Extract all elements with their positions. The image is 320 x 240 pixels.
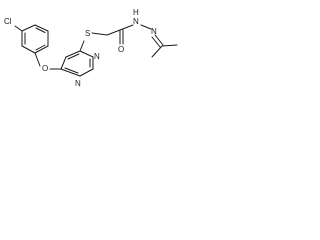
- bond: [161, 44, 178, 47]
- bond: [154, 34, 164, 46]
- atom-labels: Cl O N N S O N H N: [4, 8, 157, 88]
- bond: [79, 68, 94, 77]
- bond: [21, 24, 36, 32]
- bond: [35, 27, 46, 33]
- ether-oxygen-label: O: [42, 64, 48, 73]
- bond: [91, 32, 108, 36]
- bond: [34, 45, 49, 54]
- amide-nh-label: N: [133, 17, 139, 26]
- bond: [60, 68, 81, 77]
- bond: [151, 36, 161, 48]
- bond: [119, 24, 134, 31]
- chlorine-label: Cl: [4, 17, 12, 26]
- bond: [67, 53, 80, 60]
- bond: [34, 24, 49, 32]
- chlorophenyl-ring: [21, 24, 49, 54]
- bond: [60, 56, 67, 70]
- carbonyl-oxygen-label: O: [118, 45, 124, 54]
- bond: [34, 52, 41, 67]
- bond: [14, 25, 23, 32]
- chemical-structure-diagram: Cl O N N S O N H N: [4, 8, 178, 88]
- amide-h-label: H: [133, 8, 139, 17]
- pyrimidine-n1-label: N: [94, 52, 100, 61]
- sulfur-label: S: [85, 29, 90, 38]
- bond: [21, 45, 36, 54]
- hydrazone-n-label: N: [151, 27, 157, 36]
- bond: [106, 29, 121, 36]
- bond: [79, 40, 85, 52]
- bond: [35, 44, 46, 51]
- pyrimidine-n3-label: N: [75, 79, 81, 88]
- bond: [151, 45, 163, 58]
- bond: [64, 67, 79, 74]
- pyrimidine-ring: [60, 50, 94, 77]
- bond: [65, 50, 81, 58]
- bond: [140, 24, 152, 30]
- bond: [79, 50, 94, 58]
